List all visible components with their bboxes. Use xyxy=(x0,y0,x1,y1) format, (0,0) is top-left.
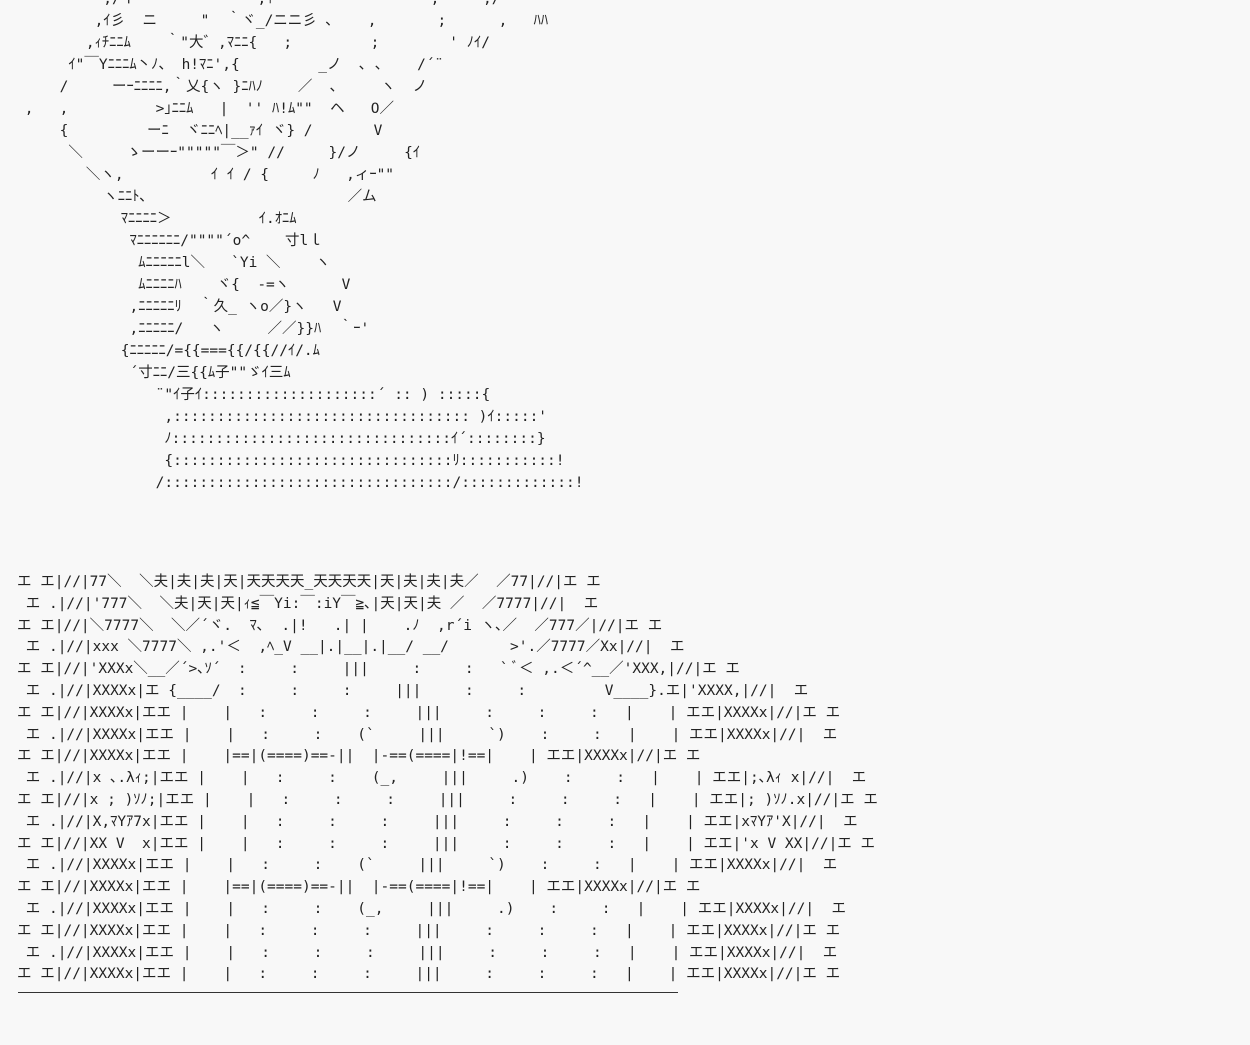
ground-line xyxy=(18,992,678,993)
ascii-art-figure: ,/イ ,ｲ ' , ,/ ,ｲ彡 ニ " ｀ヾ_/ニニ彡 ､ , ; , ﾊﾊ… xyxy=(24,0,584,491)
ascii-art-building: エ エ|//|77＼ ＼夫|夫|夫|天|天天天天_天天天天|天|夫|夫|夫／ ／… xyxy=(17,574,878,983)
